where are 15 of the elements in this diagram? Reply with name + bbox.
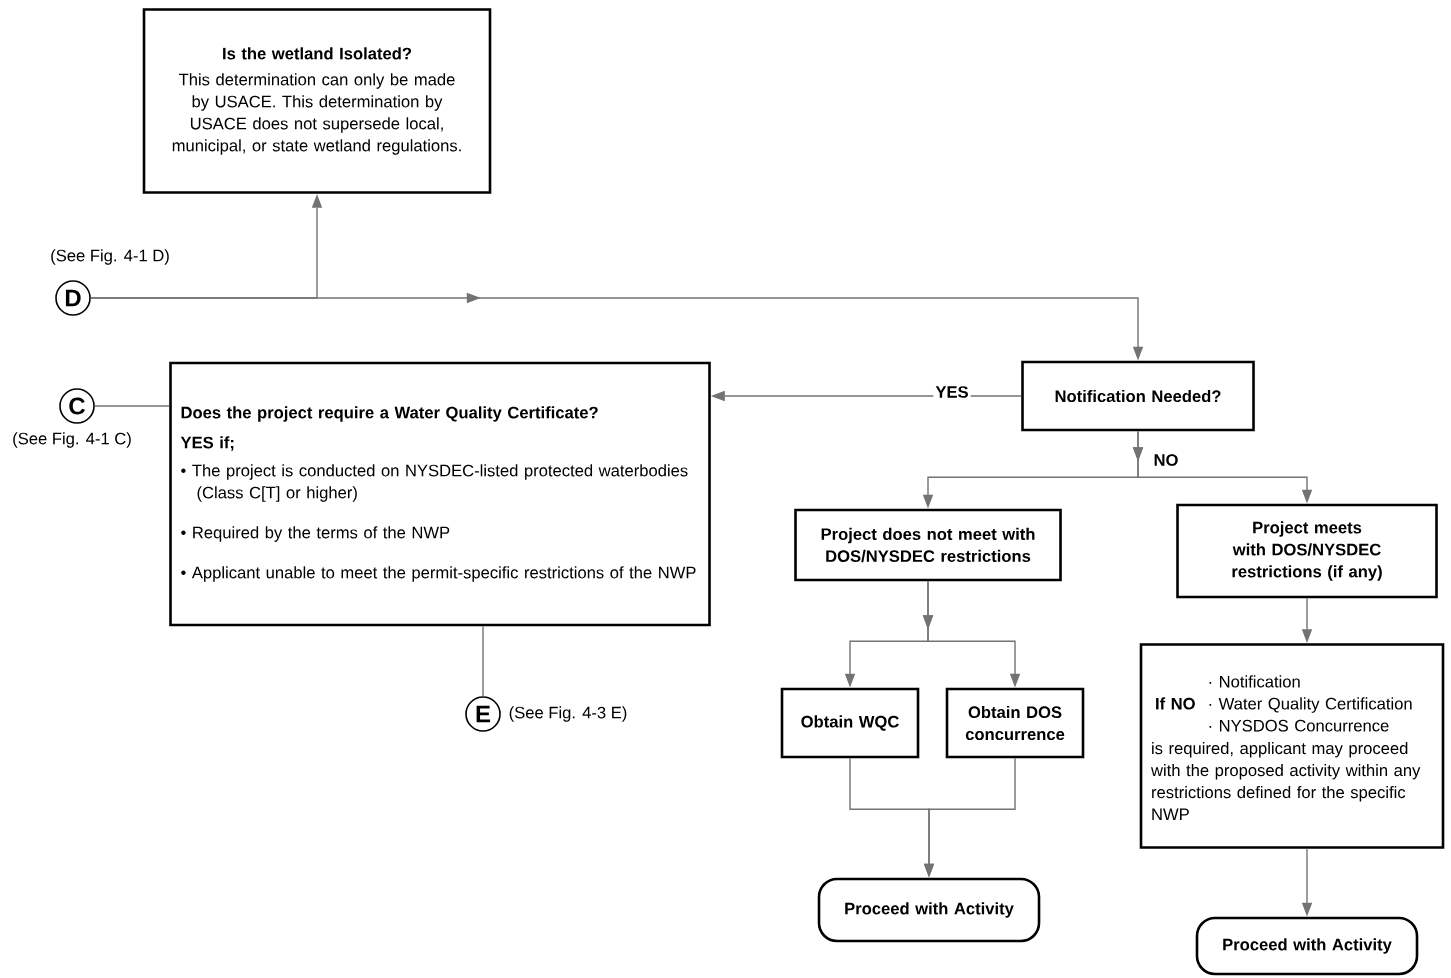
process-box: Project meets with DOS/NYSDEC restrictions (if any): [1176, 503, 1438, 599]
cross-reference-label: (See Fig. 4-3 E): [509, 706, 627, 722]
question-box: Is the wetland Isolated? This determination can only be made by USACE. This determination by USACE does not supersede local, municipal, or state wetland regulations.: [142, 8, 492, 194]
process-box: Obtain WQC: [780, 687, 920, 759]
edge-label: NO: [1151, 452, 1181, 468]
decision-box: Notification Needed?: [1021, 360, 1255, 432]
note-box: · Notification If NO · Water Quality Certification · NYSDOS Concurrence is required, applicant may proceed with the proposed activity within any restrictions defined for the specific NWP: [1139, 643, 1445, 849]
cross-reference-label: (See Fig. 4-1 D): [51, 249, 169, 265]
terminal-box: Proceed with Activity: [817, 877, 1041, 943]
cross-reference-label: (See Fig. 4-1 C): [13, 432, 131, 448]
process-box: Obtain DOS concurrence: [945, 687, 1085, 759]
process-box: Project does not meet with DOS/NYSDEC restrictions: [794, 508, 1062, 582]
question-box: Does the project require a Water Quality Certificate? YES if; • The project is conducted on NYSDEC-listed protected waterbodies (Class C[T] or higher) • Required by the terms of the NWP • Applicant unable to meet the permit-specific restrictions of the NWP: [169, 361, 711, 627]
edge-label: YES: [933, 384, 971, 400]
terminal-box: Proceed with Activity: [1195, 916, 1419, 976]
